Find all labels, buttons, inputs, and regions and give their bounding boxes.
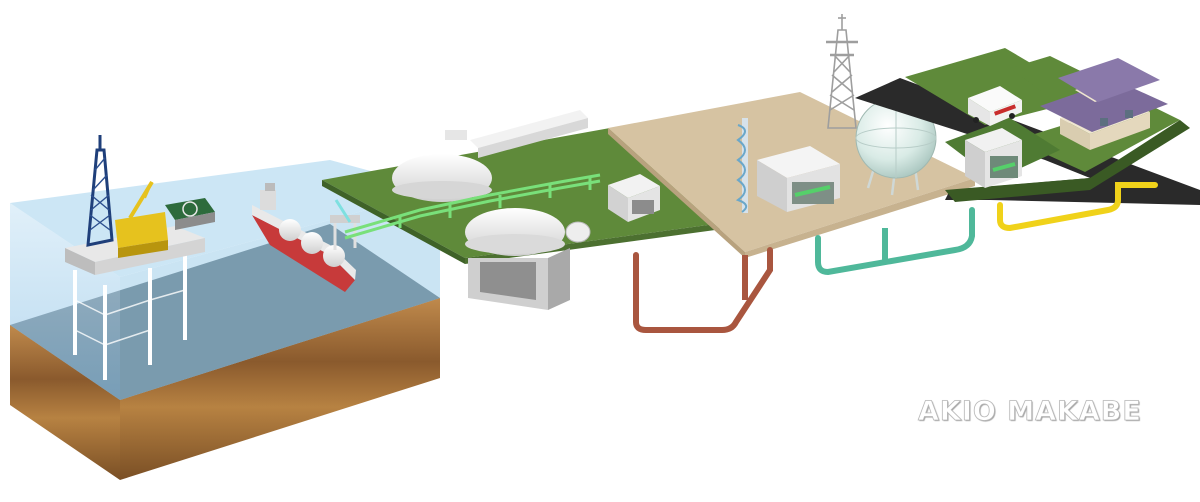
lng-storage-tank-upper-icon bbox=[392, 154, 492, 202]
gas-holder-sphere-icon bbox=[855, 97, 937, 196]
pipe-teal bbox=[815, 207, 975, 276]
terminal-building-icon bbox=[445, 110, 588, 158]
residential-edge bbox=[945, 120, 1190, 202]
lng-terminal-section bbox=[322, 110, 730, 310]
sea-water-front bbox=[10, 203, 120, 400]
service-van-icon bbox=[968, 86, 1022, 126]
lng-tanker-ship-icon bbox=[252, 183, 356, 292]
offshore-drilling-rig-icon bbox=[65, 135, 215, 380]
terminal-edge-front bbox=[322, 180, 465, 264]
pipe-brown bbox=[633, 247, 773, 333]
gas-facility-section bbox=[608, 14, 975, 333]
residential-section bbox=[855, 48, 1200, 232]
lng-storage-tank-icon bbox=[465, 208, 570, 310]
artist-signature: AKIO MAKABE bbox=[918, 396, 1142, 428]
house-icon bbox=[1040, 58, 1168, 150]
soil-layer-front bbox=[10, 325, 120, 480]
pipe-rack-icon bbox=[344, 173, 601, 240]
offshore-section bbox=[10, 135, 440, 480]
vaporizer-building-icon bbox=[608, 174, 660, 222]
small-tank-icon bbox=[565, 221, 591, 243]
governor-building-icon bbox=[757, 146, 840, 212]
spiral-stack-icon bbox=[735, 118, 748, 213]
soil-layer-side bbox=[120, 298, 440, 480]
transmission-tower-icon bbox=[826, 14, 858, 129]
facility-edge-side bbox=[745, 178, 975, 258]
pipe-yellow bbox=[997, 182, 1158, 232]
facility-edge-front bbox=[608, 128, 745, 258]
governor-station-icon bbox=[965, 128, 1022, 188]
sea-water-side bbox=[120, 190, 440, 400]
